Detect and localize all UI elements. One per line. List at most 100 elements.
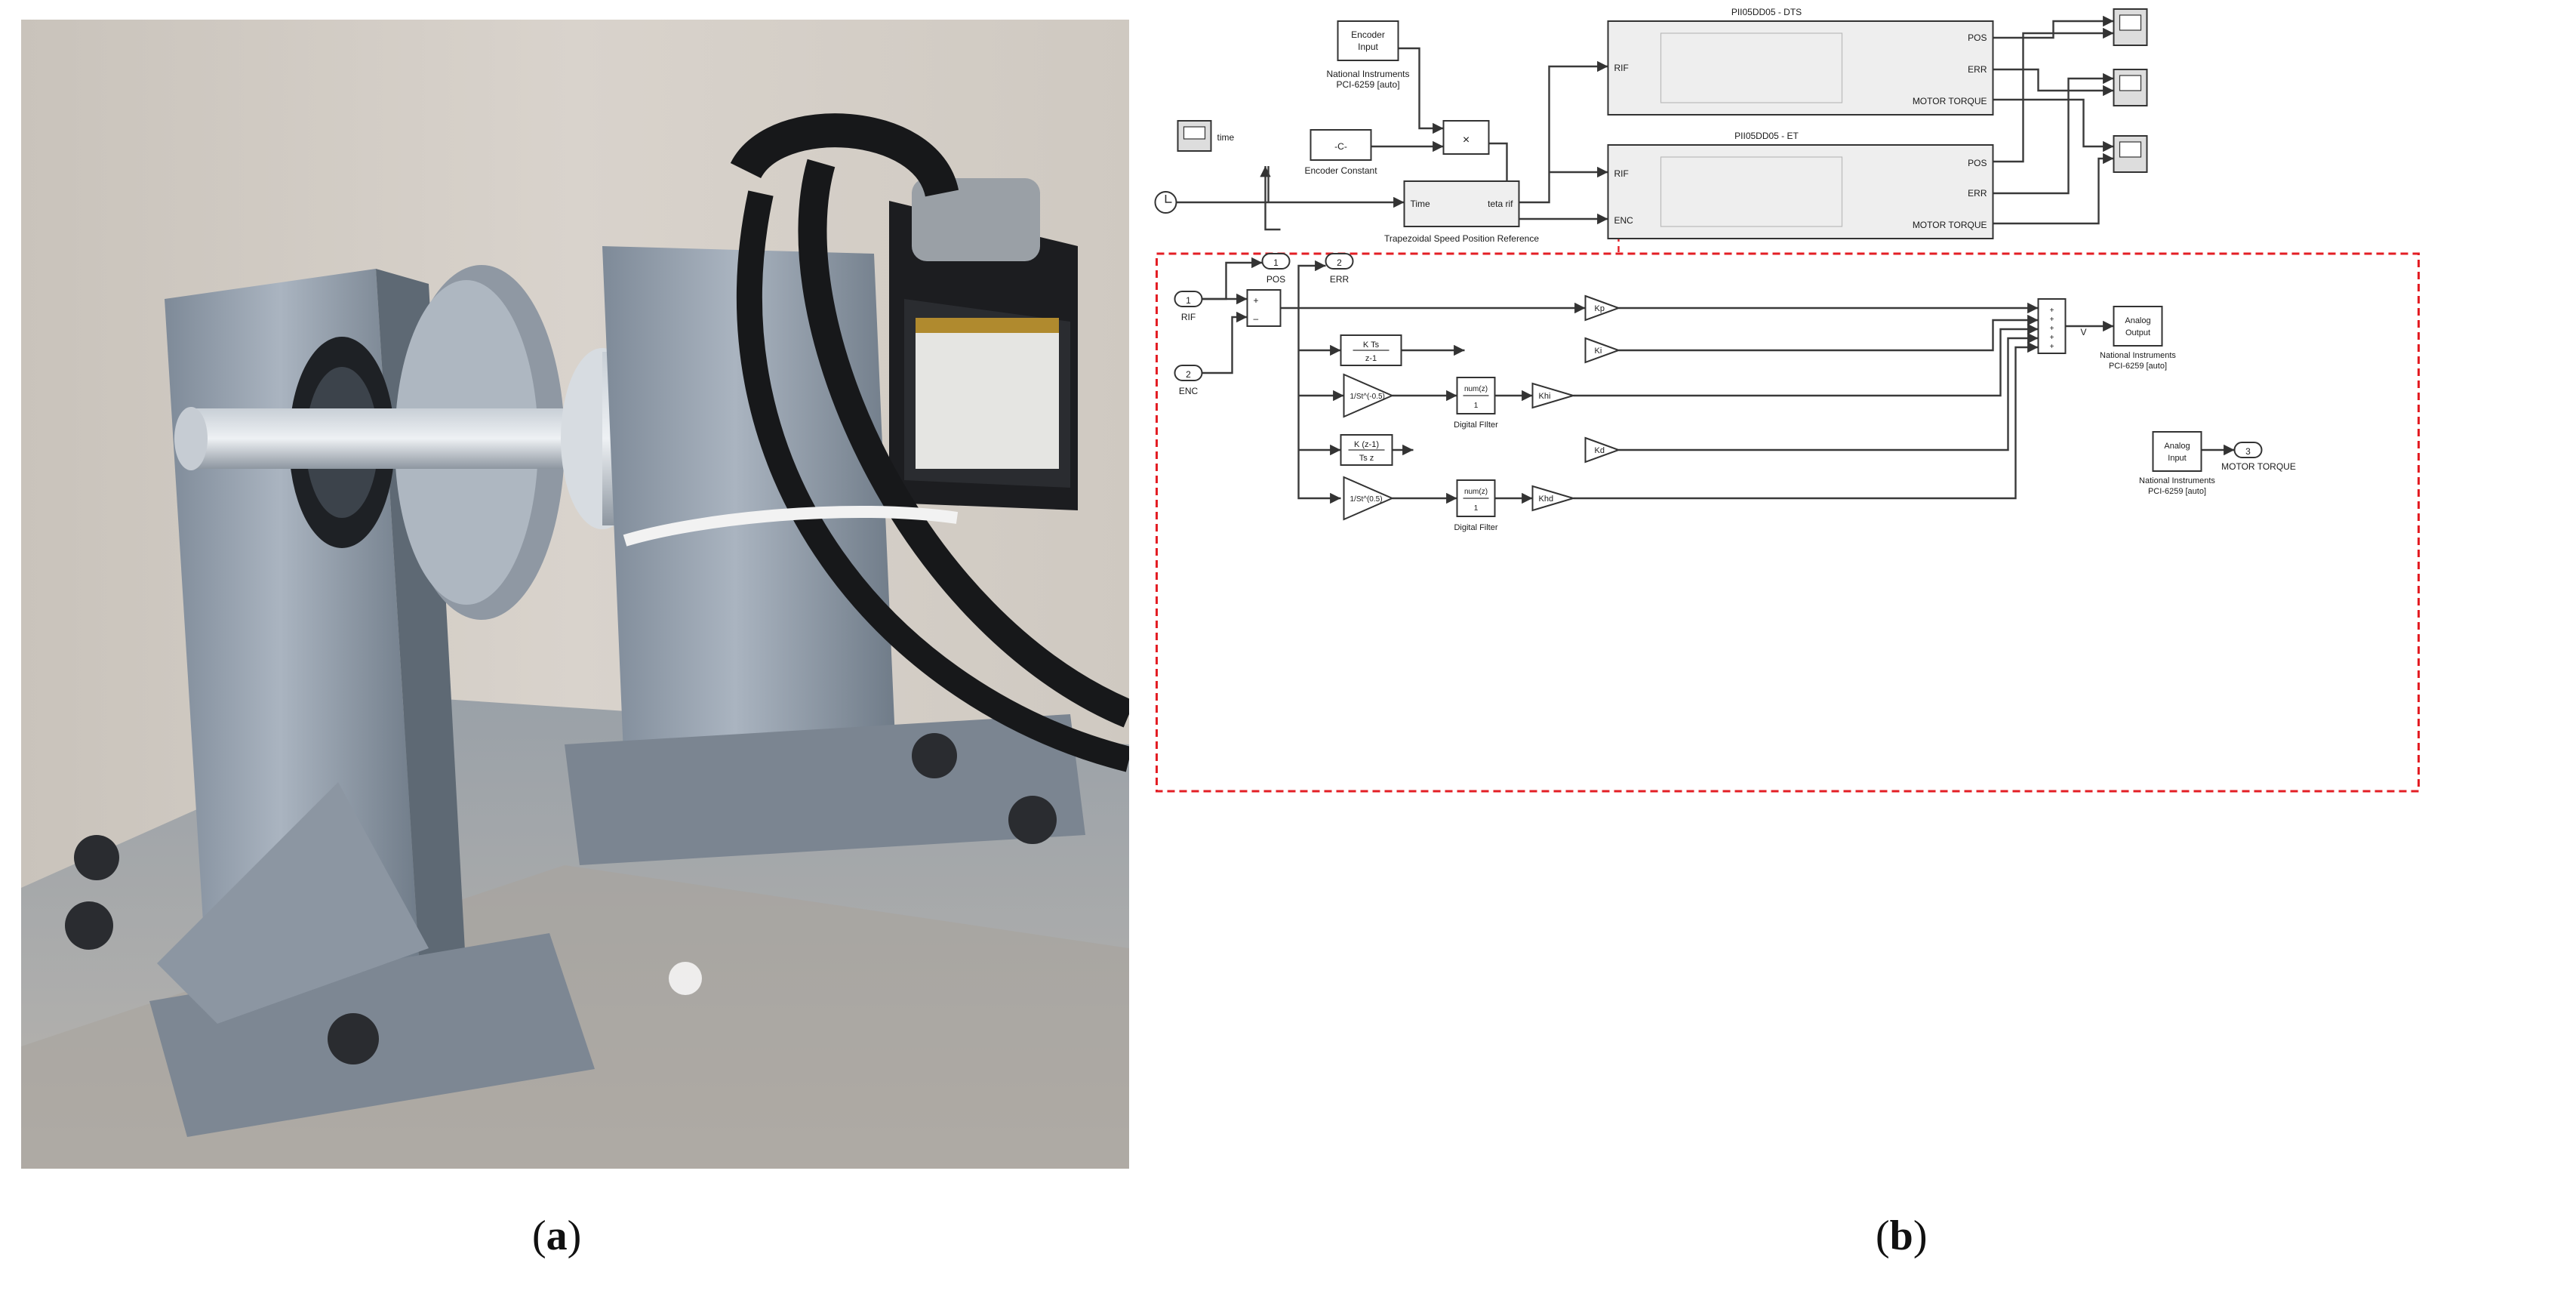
outport-err[interactable]: 2 [1325, 253, 1354, 270]
et-subsystem[interactable]: RIF ENC POS ERR MOTOR TORQUE [1607, 144, 1994, 239]
inport-enc-label: ENC [1179, 386, 1199, 396]
svg-text:POS: POS [1968, 158, 1987, 168]
product-block[interactable]: × [1442, 120, 1490, 155]
svg-text:POS: POS [1968, 32, 1987, 43]
analog-output-caption-1: National Instruments [2100, 351, 2176, 360]
svg-text:Khi: Khi [1539, 392, 1551, 401]
encoder-input-block[interactable]: Encoder Input [1337, 20, 1399, 61]
discrete-integrator-block[interactable]: K Ts z-1 [1340, 334, 1402, 366]
svg-text:1: 1 [1474, 402, 1479, 410]
svg-text:z-1: z-1 [1365, 354, 1377, 363]
svg-text:1/St^(-0.5): 1/St^(-0.5) [1350, 393, 1385, 401]
svg-text:+: + [2050, 343, 2054, 351]
svg-text:Khd: Khd [1539, 494, 1554, 504]
svg-text:Ki: Ki [1595, 347, 1602, 356]
analog-input-caption-1: National Instruments [2139, 476, 2215, 485]
svg-text:ENC: ENC [1614, 215, 1634, 226]
svg-text:teta rif: teta rif [1488, 199, 1513, 209]
svg-text:K Ts: K Ts [1363, 340, 1380, 350]
time-scope[interactable] [1177, 120, 1212, 152]
scope-pos[interactable] [2113, 8, 2148, 46]
svg-text:MOTOR TORQUE: MOTOR TORQUE [1913, 220, 1987, 230]
svg-text:1/St^(0.5): 1/St^(0.5) [1350, 495, 1383, 504]
simulink-diagram: Encoder Input National Instruments PCI-6… [1154, 7, 2420, 793]
svg-text:num(z): num(z) [1464, 385, 1488, 393]
inport-enc[interactable]: 2 [1174, 365, 1203, 381]
inport-rif[interactable]: 1 [1174, 291, 1203, 307]
digital-filter-1-caption: Digital FIlter [1454, 421, 1498, 430]
svg-text:Output: Output [2125, 328, 2150, 337]
svg-text:ERR: ERR [1968, 64, 1987, 75]
gain-khd[interactable]: Khd [1531, 485, 1577, 512]
svg-text:2: 2 [1186, 369, 1191, 380]
digital-filter-2-caption: Digital Filter [1454, 523, 1497, 532]
outport-torque[interactable]: 3 [2233, 442, 2263, 458]
trajectory-caption: Trapezoidal Speed Position Reference [1384, 233, 1539, 244]
svg-text:K (z-1): K (z-1) [1354, 440, 1379, 449]
svg-text:Time: Time [1411, 199, 1431, 209]
fractional-gain-neg[interactable]: 1/St^(-0.5) [1343, 373, 1394, 418]
analog-input-caption-2: PCI-6259 [auto] [2148, 487, 2206, 496]
svg-text:Analog: Analog [2164, 442, 2190, 451]
analog-output-block[interactable]: Analog Output [2113, 306, 2163, 347]
scope-torque[interactable] [2113, 135, 2148, 173]
svg-text:2: 2 [1337, 257, 1342, 268]
svg-text:+: + [2050, 316, 2054, 324]
svg-text:Input: Input [2168, 454, 2186, 463]
scope-err[interactable] [2113, 69, 2148, 106]
outport-pos[interactable]: 1 [1261, 253, 1291, 270]
inport-rif-label: RIF [1181, 312, 1196, 322]
svg-text:×: × [1463, 134, 1470, 146]
et-title: PII05DD05 - ET [1734, 131, 1799, 141]
svg-text:-C-: -C- [1334, 141, 1347, 152]
svg-text:Kp: Kp [1595, 304, 1605, 313]
control-signal-label: V [2081, 327, 2087, 337]
svg-text:Analog: Analog [2125, 316, 2150, 325]
clock-block[interactable] [1154, 191, 1177, 214]
svg-text:Input: Input [1358, 42, 1378, 52]
testbench-photo [21, 20, 1129, 1169]
encoder-constant-block[interactable]: -C- [1310, 129, 1372, 161]
encoder-constant-caption: Encoder Constant [1304, 165, 1377, 176]
time-label: time [1217, 132, 1235, 143]
outport-torque-label: MOTOR TORQUE [2221, 461, 2296, 472]
error-sum-block[interactable]: + – [1246, 289, 1282, 327]
discrete-derivative-block[interactable]: K (z-1) Ts z [1340, 434, 1393, 466]
fractional-gain-pos[interactable]: 1/St^(0.5) [1343, 476, 1394, 521]
svg-text:Encoder: Encoder [1351, 29, 1385, 40]
dts-subsystem[interactable]: RIF POS ERR MOTOR TORQUE [1607, 20, 1994, 116]
svg-text:num(z): num(z) [1464, 488, 1488, 496]
svg-text:+: + [2050, 325, 2054, 333]
gain-kd[interactable]: Kd [1584, 436, 1621, 464]
svg-text:RIF: RIF [1614, 168, 1629, 179]
analog-output-caption-2: PCI-6259 [auto] [2109, 362, 2167, 371]
digital-filter-2[interactable]: num(z) 1 [1456, 479, 1496, 517]
panel-label-a: (a) [532, 1212, 582, 1259]
digital-filter-1[interactable]: num(z) 1 [1456, 377, 1496, 414]
analog-input-block[interactable]: Analog Input [2152, 431, 2202, 472]
svg-text:1: 1 [1474, 504, 1479, 513]
gain-khi[interactable]: Khi [1531, 382, 1577, 409]
svg-text:Ts z: Ts z [1359, 454, 1374, 463]
svg-text:Kd: Kd [1595, 446, 1605, 455]
panel-label-b: (b) [1876, 1212, 1928, 1259]
trajectory-block[interactable]: Time teta rif [1403, 180, 1520, 227]
control-sum-block[interactable]: + + + + + [2037, 298, 2067, 354]
svg-text:+: + [1254, 295, 1259, 306]
svg-text:MOTOR TORQUE: MOTOR TORQUE [1913, 96, 1987, 106]
dts-title: PII05DD05 - DTS [1731, 7, 1802, 17]
gain-kp[interactable]: Kp [1584, 294, 1621, 322]
svg-text:+: + [2050, 307, 2054, 315]
svg-text:ERR: ERR [1968, 188, 1987, 199]
encoder-input-caption-2: PCI-6259 [auto] [1336, 79, 1399, 90]
subsystem-frame [1156, 252, 2420, 793]
encoder-input-caption-1: National Instruments [1326, 69, 1409, 79]
svg-text:–: – [1254, 313, 1259, 324]
svg-text:1: 1 [1186, 295, 1191, 306]
svg-text:+: + [2050, 334, 2054, 342]
outport-pos-label: POS [1266, 274, 1285, 285]
svg-text:3: 3 [2245, 446, 2251, 457]
svg-text:1: 1 [1273, 257, 1279, 268]
outport-err-label: ERR [1330, 274, 1350, 285]
gain-ki[interactable]: Ki [1584, 337, 1621, 364]
